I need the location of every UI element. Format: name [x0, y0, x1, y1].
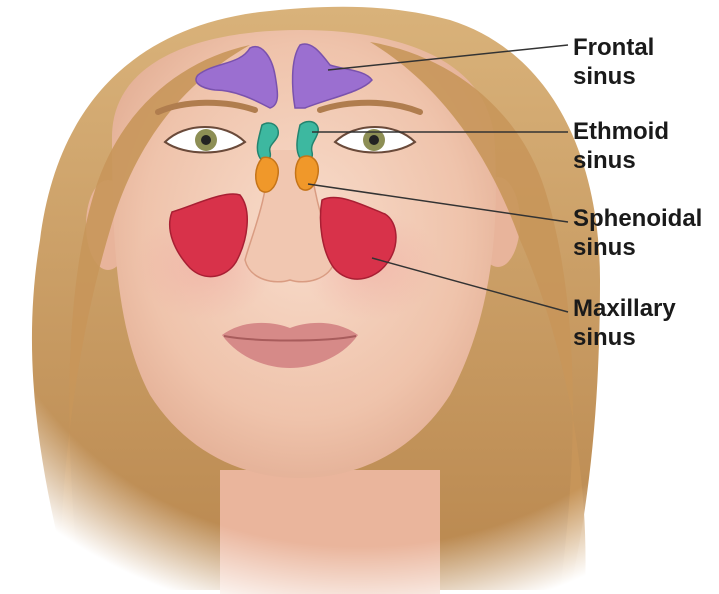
sphenoidal-sinus-label-line1: Sphenoidal — [573, 204, 702, 233]
maxillary-sinus-label-line1: Maxillary — [573, 294, 676, 323]
maxillary-sinus-label-line2: sinus — [573, 323, 676, 352]
sphenoidal-sinus-label-line2: sinus — [573, 233, 702, 262]
maxillary-sinus-label: Maxillary sinus — [573, 294, 676, 352]
ethmoid-sinus-label-line1: Ethmoid — [573, 117, 669, 146]
frontal-sinus-label: Frontal sinus — [573, 33, 654, 91]
frontal-sinus-label-line1: Frontal — [573, 33, 654, 62]
ethmoid-sinus-label: Ethmoid sinus — [573, 117, 669, 175]
frontal-sinus-label-line2: sinus — [573, 62, 654, 91]
ethmoid-sinus-label-line2: sinus — [573, 146, 669, 175]
sphenoidal-sinus-label: Sphenoidal sinus — [573, 204, 702, 262]
